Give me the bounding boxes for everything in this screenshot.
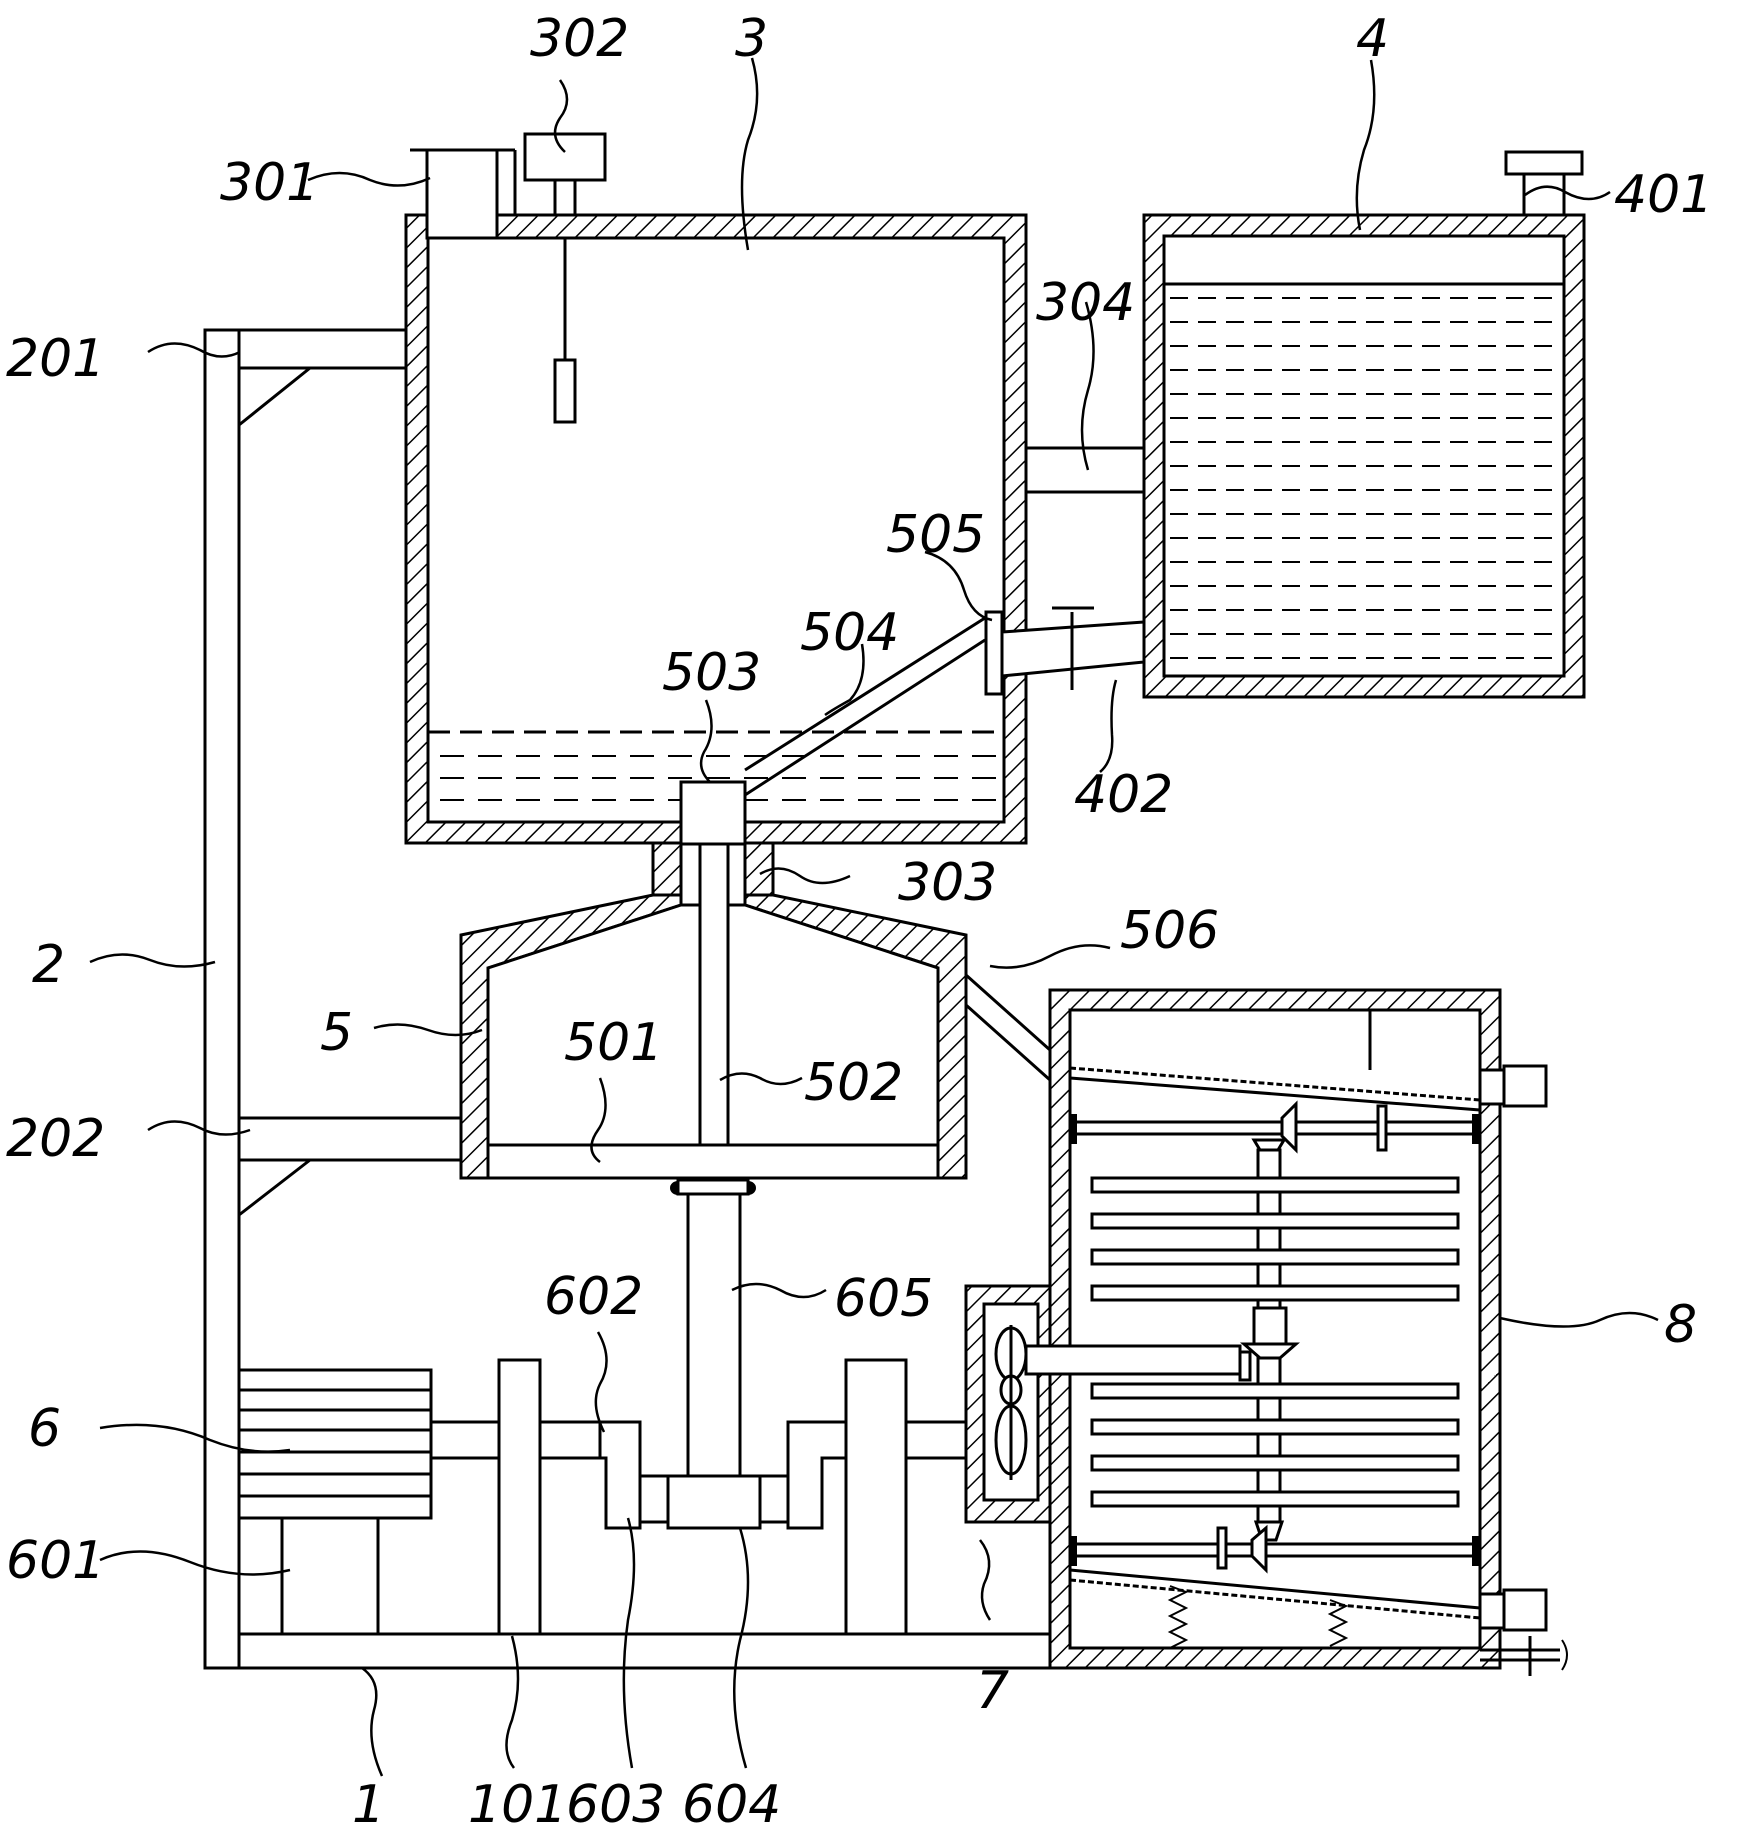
label-3: 3: [735, 9, 768, 69]
check-valve: [984, 610, 1004, 696]
label-401: 401: [1614, 165, 1713, 225]
label-603: 603: [566, 1775, 665, 1829]
label-502: 502: [804, 1053, 903, 1113]
label-7: 7: [976, 1661, 1009, 1721]
reference-labels: 1 101 2 201 202 3 301 302 303 304 4 401 …: [6, 9, 1713, 1834]
label-202: 202: [6, 1109, 105, 1169]
gear-box: [964, 1284, 1052, 1524]
liquid-tank-cap: [1504, 150, 1584, 217]
label-8: 8: [1664, 1295, 1697, 1355]
frame-column: [203, 328, 241, 1670]
screening-box: [1024, 988, 1568, 1676]
crank-connector: [638, 1474, 790, 1530]
diagonal-pipe: [744, 616, 986, 797]
inlet-pipe: [410, 148, 517, 240]
label-1: 1: [352, 1775, 385, 1829]
label-6: 6: [28, 1399, 61, 1459]
drive-motor: [237, 1368, 433, 1520]
label-601: 601: [6, 1531, 105, 1591]
label-201: 201: [6, 329, 105, 389]
discharge-pipe: [965, 973, 1051, 1082]
liquid-outlet-pipe: [1000, 606, 1146, 690]
label-301: 301: [220, 153, 319, 213]
crank-arm: [598, 1420, 848, 1530]
label-602: 602: [544, 1267, 643, 1327]
label-101: 101: [468, 1775, 567, 1829]
label-506: 506: [1120, 901, 1219, 961]
support-arm-lower: [237, 1116, 463, 1217]
main-tank: [404, 213, 1028, 845]
drive-rod: [686, 1192, 742, 1480]
label-503: 503: [662, 643, 761, 703]
label-302: 302: [530, 9, 629, 69]
label-402: 402: [1074, 765, 1173, 825]
motor-base: [280, 1516, 380, 1636]
bearing-support-right: [844, 1358, 908, 1636]
liquid-tank: [1142, 213, 1586, 699]
label-2: 2: [32, 935, 65, 995]
valve-block: [679, 780, 747, 846]
label-303: 303: [898, 853, 997, 913]
label-504: 504: [800, 603, 899, 663]
shaft-seal: [670, 1178, 756, 1196]
base-plate: [237, 1632, 1053, 1670]
label-501: 501: [564, 1013, 663, 1073]
label-304: 304: [1036, 273, 1135, 333]
label-4: 4: [1356, 9, 1389, 69]
vessel-shaft: [698, 842, 730, 1147]
support-arm-upper: [237, 328, 408, 427]
bearing-support-left: [497, 1358, 542, 1636]
liquid-fill: [1170, 297, 1560, 659]
level-sensor: [523, 132, 607, 424]
label-505: 505: [886, 505, 985, 565]
label-604: 604: [682, 1775, 781, 1829]
label-605: 605: [834, 1269, 933, 1329]
leader-lines: [89, 57, 1659, 1777]
label-5: 5: [320, 1003, 353, 1063]
